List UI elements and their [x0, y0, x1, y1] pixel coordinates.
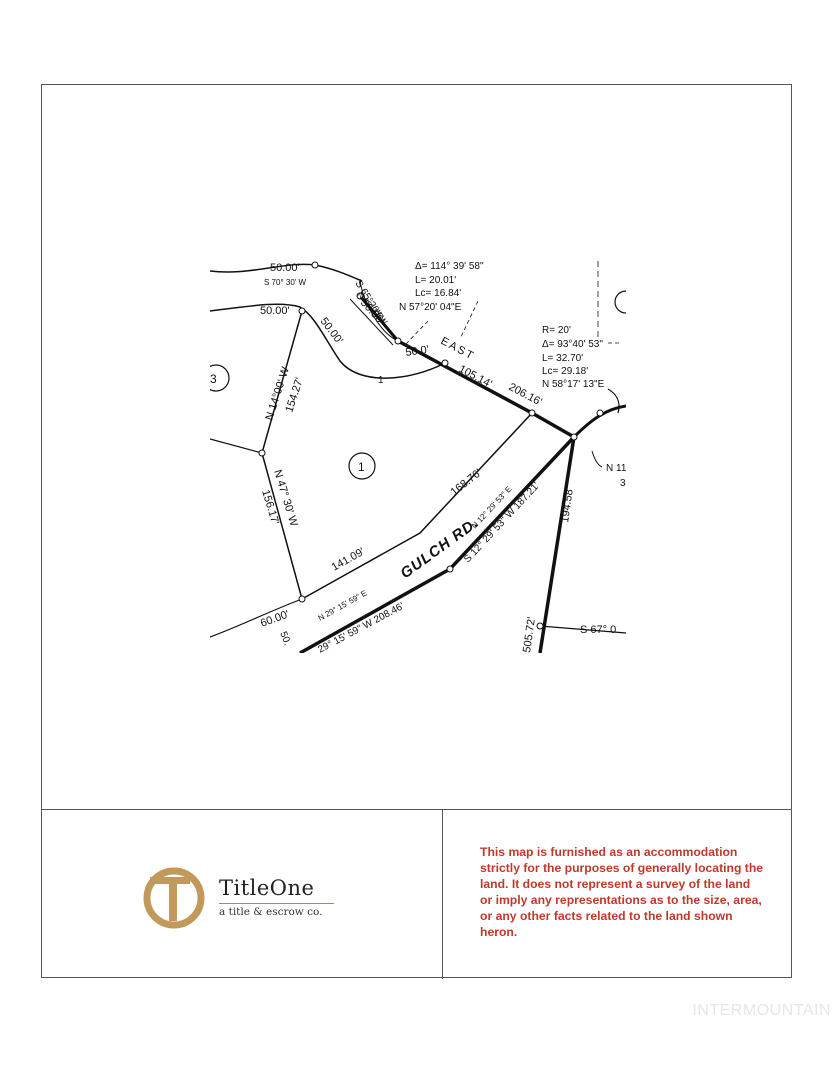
monument-dot — [356, 292, 364, 300]
label-s6700: S 67° 0 — [580, 624, 616, 636]
leader-delta — [404, 320, 429, 346]
label-l1: L= 20.01' — [415, 275, 456, 286]
lot-line-west — [210, 438, 263, 454]
leader-delta-2 — [459, 300, 479, 340]
disclaimer-panel: This map is furnished as an accommodatio… — [443, 810, 791, 979]
monument-dot — [258, 449, 266, 457]
label-delta1: Δ= 114° 39' 58" — [415, 261, 484, 272]
label-r20: R= 20' — [542, 325, 571, 336]
label-14109: 141.09' — [330, 546, 367, 574]
footer: TitleOne a title & escrow co. This map i… — [42, 810, 791, 979]
curve-arc — [359, 278, 399, 342]
label-top-50: 50.00' — [270, 262, 300, 274]
monument-dot — [298, 595, 306, 603]
logo-name: TitleOne — [219, 876, 315, 900]
disclaimer-text: This map is furnished as an accommodatio… — [480, 845, 764, 939]
label-lot-3: 3 — [210, 372, 217, 386]
label-lot-1: 1 — [358, 460, 365, 474]
label-s7030w: S 70° 30' W — [264, 278, 307, 287]
arrow-r20 — [607, 388, 620, 414]
monument-dot — [570, 433, 578, 441]
s65-line-inner — [349, 298, 394, 346]
monument-dot — [394, 337, 402, 345]
label-15617: 156.17' — [259, 488, 281, 526]
line-505 — [538, 436, 576, 653]
monument-dot — [298, 307, 306, 315]
map-area: 50.00' S 70° 30' W S 65°20'E 50.00' Δ= 1… — [42, 85, 791, 810]
watermark: INTERMOUNTAIN — [692, 1002, 831, 1019]
logo-divider — [219, 903, 334, 904]
lot-line-n47 — [261, 452, 303, 600]
label-l2: L= 32.70' — [542, 353, 583, 364]
lot-circle-3 — [210, 364, 230, 392]
document-frame: 50.00' S 70° 30' W S 65°20'E 50.00' Δ= 1… — [41, 84, 792, 979]
label-50572: 505.72' — [521, 616, 538, 653]
label-east-50: 50.0' — [405, 344, 430, 359]
label-16876: 168.76' — [448, 467, 484, 498]
right-edge-circle — [614, 290, 626, 314]
line-s67 — [539, 625, 626, 634]
label-n57: N 57°20' 04"E — [399, 302, 462, 313]
label-lc2: Lc= 29.18' — [542, 366, 588, 377]
upper-road-lower-curve — [210, 303, 446, 379]
gulch-rd-west-curve — [210, 598, 303, 638]
arrow-n11 — [591, 450, 603, 468]
monument-dot — [536, 622, 544, 630]
monument-dot — [441, 359, 449, 367]
monument-dot — [528, 409, 536, 417]
label-6000: 60.00' — [259, 608, 291, 629]
label-n1400w: N 14°00' W — [263, 365, 292, 422]
logo-tagline: a title & escrow co. — [219, 906, 323, 918]
label-delta2: Δ= 93°40' 53" — [542, 339, 603, 350]
label-lc1: Lc= 16.84' — [415, 288, 461, 299]
gulch-rd-north-edge — [301, 412, 533, 600]
label-19458: 194.58' — [559, 486, 576, 523]
monument-dot — [311, 261, 319, 269]
upper-road-curve — [210, 263, 363, 282]
label-east: EAST — [439, 335, 477, 363]
monument-dot — [596, 409, 604, 417]
right-curve — [572, 404, 626, 439]
titleone-logo: TitleOne a title & escrow co. — [142, 860, 342, 930]
plat-map: 50.00' S 70° 30' W S 65°20'E 50.00' Δ= 1… — [210, 261, 626, 653]
label-curve-1: 1 — [378, 375, 384, 386]
label-left-50: 50.00' — [260, 305, 290, 317]
titleone-mark-icon — [143, 867, 205, 929]
label-three-small: 3 — [620, 478, 626, 489]
lot-line-n14 — [261, 310, 303, 454]
label-n11: N 11 — [606, 463, 626, 474]
logo-panel: TitleOne a title & escrow co. — [42, 810, 443, 979]
label-n58: N 58°17' 13"E — [542, 379, 605, 390]
label-bottom-50: 50. — [277, 630, 292, 647]
lot-circle-1 — [348, 452, 376, 480]
monument-dot — [446, 565, 454, 573]
